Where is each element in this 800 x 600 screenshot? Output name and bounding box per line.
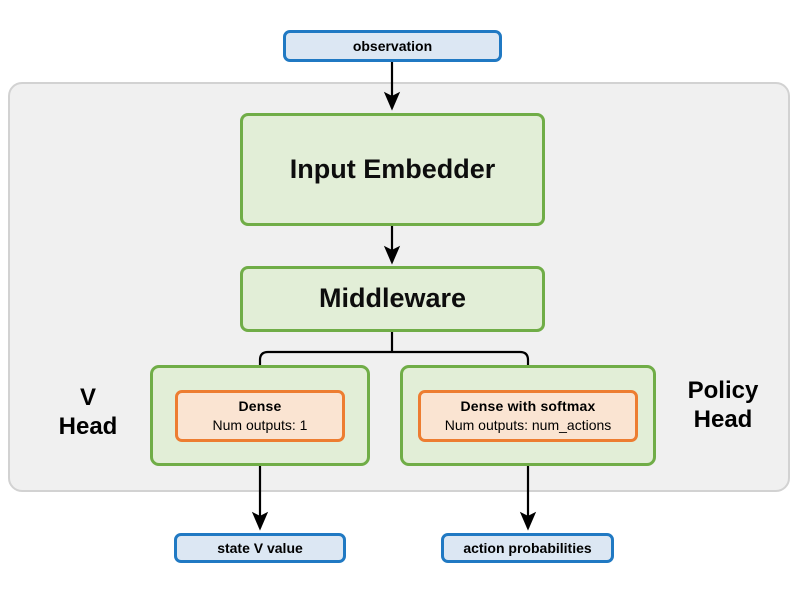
v-head-dense-node[interactable]: Dense Num outputs: 1	[175, 390, 345, 442]
observation-label: observation	[352, 37, 433, 54]
middleware-node[interactable]: Middleware	[240, 266, 545, 332]
v-head-caption: V Head	[58, 384, 118, 441]
observation-node[interactable]: observation	[283, 30, 502, 62]
v-head-dense-title: Dense	[238, 398, 282, 415]
action-probabilities-label: action probabilities	[463, 539, 592, 556]
policy-head-dense-title: Dense with softmax	[460, 398, 596, 415]
input-embedder-label: Input Embedder	[289, 153, 496, 184]
action-probabilities-node[interactable]: action probabilities	[441, 533, 614, 563]
v-head-dense-subtitle: Num outputs: 1	[212, 417, 308, 433]
middleware-label: Middleware	[318, 283, 467, 314]
state-v-value-label: state V value	[217, 539, 303, 556]
policy-head-dense-subtitle: Num outputs: num_actions	[444, 417, 612, 433]
policy-head-caption: Policy Head	[687, 377, 759, 434]
input-embedder-node[interactable]: Input Embedder	[240, 113, 545, 226]
policy-head-dense-node[interactable]: Dense with softmax Num outputs: num_acti…	[418, 390, 638, 442]
state-v-value-node[interactable]: state V value	[174, 533, 346, 563]
